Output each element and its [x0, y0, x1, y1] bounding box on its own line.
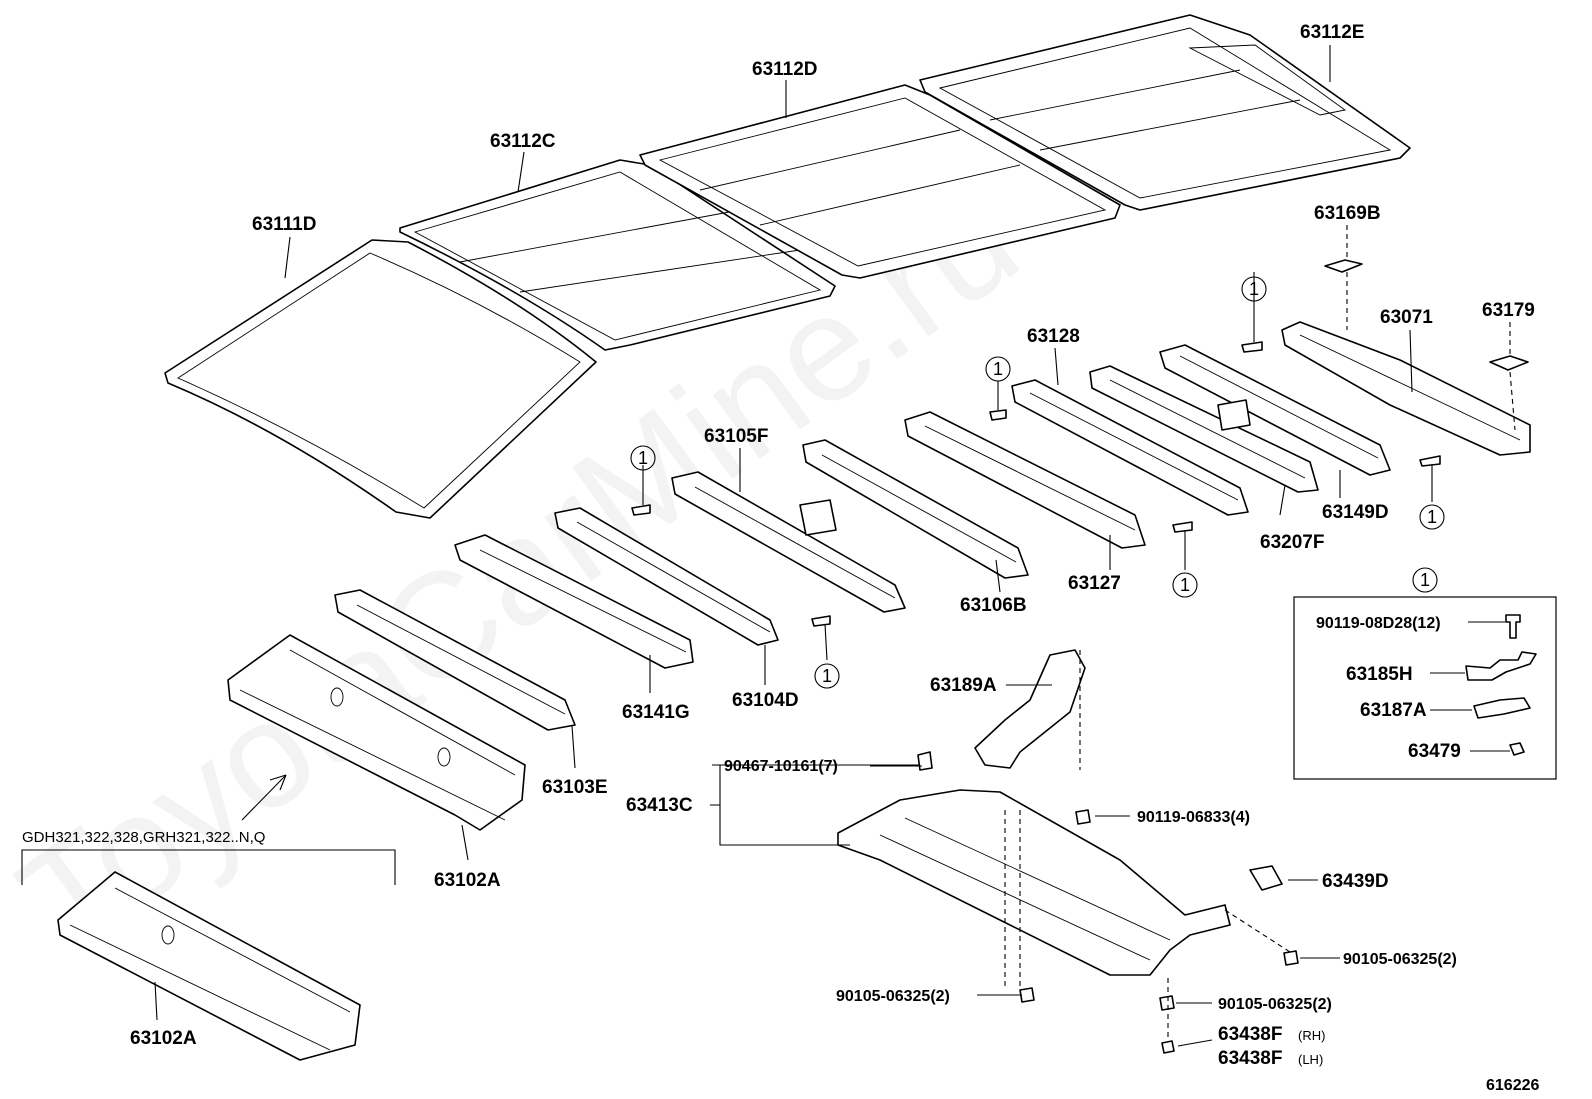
roof-bow-63071	[1281, 321, 1531, 456]
label-63111D: 63111D	[252, 214, 316, 235]
label-63105F: 63105F	[704, 426, 768, 447]
label-63102A: 63102A	[434, 870, 501, 891]
roof-panel-63112E	[919, 14, 1411, 211]
label-63169B: 63169B	[1314, 203, 1381, 224]
label-90105-06325-left: 90105-06325(2)	[836, 988, 950, 1005]
label-63112E: 63112E	[1300, 22, 1364, 43]
label-63127: 63127	[1068, 573, 1121, 594]
callout-row-63187A: 63187A	[1360, 700, 1427, 721]
roof-panel-63112C	[399, 159, 836, 351]
callout-box-marker: 1	[1412, 567, 1438, 593]
label-63189A: 63189A	[930, 675, 997, 696]
label-63106B: 63106B	[960, 595, 1027, 616]
svg-text:1: 1	[638, 448, 648, 468]
label-rh: (RH)	[1298, 1028, 1325, 1043]
callout-marker: 1	[1241, 276, 1267, 302]
leader-lines	[21, 45, 1516, 1047]
label-90105-06325-bottom: 90105-06325(2)	[1218, 996, 1332, 1013]
label-63149D: 63149D	[1322, 502, 1389, 523]
bolts	[917, 751, 1299, 1054]
figure-number: 616226	[1486, 1077, 1539, 1094]
roof-panel-63111D	[164, 239, 597, 519]
label-63439D: 63439D	[1322, 871, 1389, 892]
label-63112D: 63112D	[752, 59, 818, 80]
callout-row-63185H: 63185H	[1346, 664, 1413, 685]
label-90105-06325-right: 90105-06325(2)	[1343, 951, 1457, 968]
label-63112C: 63112C	[490, 131, 556, 152]
roof-bow-63104D	[554, 507, 779, 646]
part-labels: 63111D 63112C 63112D 63112E 63169B 63179…	[22, 22, 1539, 1094]
roof-bow-63207F	[1089, 365, 1319, 493]
label-63438F-rh: 63438F	[1218, 1024, 1282, 1045]
svg-text:1: 1	[1249, 279, 1259, 299]
callout-marker: 1	[1419, 504, 1445, 530]
label-63102A-variant: 63102A	[130, 1028, 197, 1049]
callout-marker: 1	[985, 356, 1011, 382]
clips	[631, 259, 1529, 627]
label-63179: 63179	[1482, 300, 1535, 321]
header-panel-63102A	[227, 634, 526, 831]
svg-text:1: 1	[1180, 575, 1190, 595]
callout-box: 1 90119-08D28(12) 63185H 63187A 63479	[1293, 567, 1557, 780]
label-63103E: 63103E	[542, 777, 608, 798]
label-63071: 63071	[1380, 307, 1433, 328]
roof-bow-63106B	[802, 439, 1029, 579]
callout-marker: 1	[1172, 572, 1198, 598]
console-rail-63413C	[837, 789, 1231, 976]
label-63104D: 63104D	[732, 690, 799, 711]
callout-row-63479: 63479	[1408, 741, 1461, 762]
callout-row-90119-08D28: 90119-08D28(12)	[1316, 615, 1441, 632]
variant-note: GDH321,322,328,GRH321,322..N,Q	[22, 829, 265, 846]
label-63438F-lh: 63438F	[1218, 1048, 1282, 1069]
label-90467-10161: 90467-10161(7)	[724, 758, 838, 775]
roof-panel-63112D	[639, 84, 1121, 279]
roof-bow-63127	[904, 411, 1146, 549]
label-63128: 63128	[1027, 326, 1080, 347]
label-63207F: 63207F	[1260, 532, 1324, 553]
label-63141G: 63141G	[622, 702, 690, 723]
roof-bow-63128	[1011, 379, 1249, 516]
svg-text:1: 1	[993, 359, 1003, 379]
roof-bow-63103E	[334, 589, 576, 731]
label-90119-06833: 90119-06833(4)	[1137, 809, 1250, 826]
roof-bow-63141G	[454, 534, 694, 669]
reinforcement-63189A	[974, 649, 1086, 769]
callout-marker: 1	[630, 445, 656, 471]
svg-text:1: 1	[822, 666, 832, 686]
header-panel-63102A-variant	[57, 871, 361, 1061]
callout-markers: 1 1 1 1 1 1	[630, 276, 1445, 689]
svg-text:1: 1	[1420, 570, 1430, 590]
roof-bow-63149D	[1159, 344, 1391, 476]
callout-marker: 1	[814, 663, 840, 689]
svg-text:1: 1	[1427, 507, 1437, 527]
bracket-63439D	[1249, 865, 1283, 891]
roof-bow-63105F	[671, 471, 906, 613]
label-lh: (LH)	[1298, 1052, 1323, 1067]
label-63413C: 63413C	[626, 795, 693, 816]
